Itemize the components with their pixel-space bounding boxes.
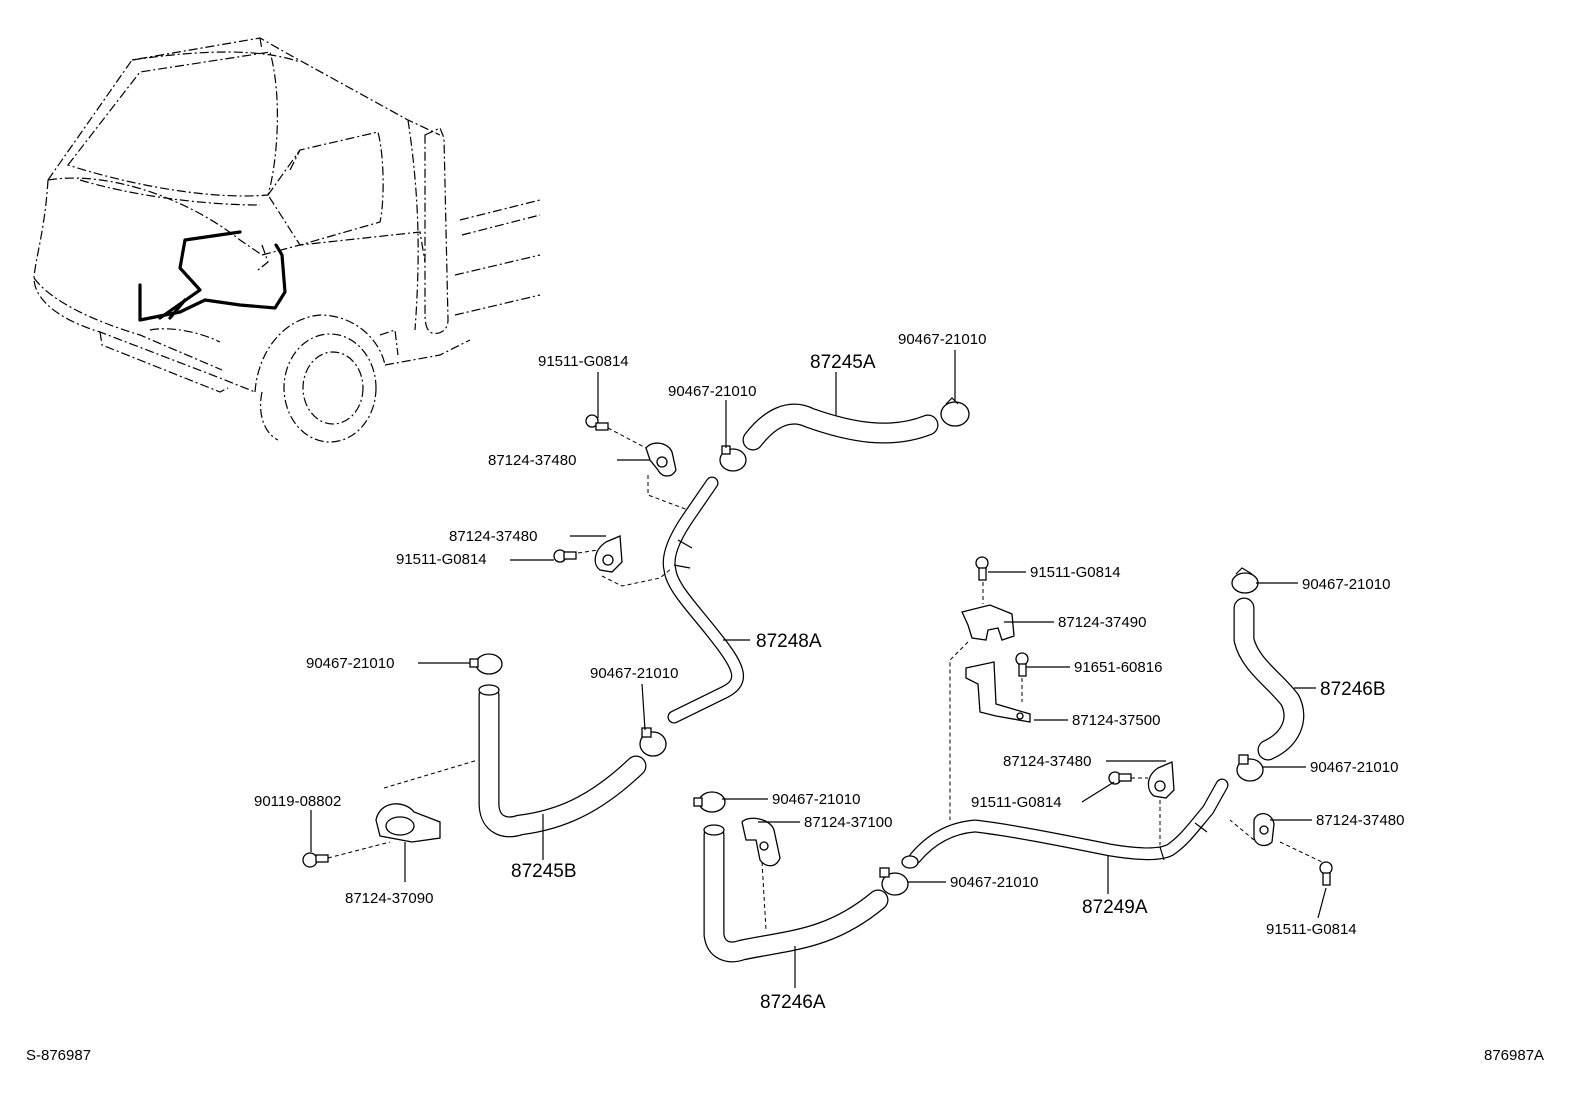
clamp-90467-left: [469, 653, 503, 675]
label-91511-g0814-d: 91511-G0814: [971, 794, 1062, 811]
assembly-dashed-lines: [327, 427, 1323, 931]
bracket-87124-37480-far-right: [1253, 813, 1275, 847]
label-87124-37090: 87124-37090: [345, 890, 433, 907]
label-91511-g0814-c: 91511-G0814: [1030, 564, 1121, 581]
bracket-87124-37480-mid: [594, 535, 623, 573]
label-87124-37490: 87124-37490: [1058, 614, 1146, 631]
hose-87245a: [742, 403, 939, 451]
label-90467-21010-g: 90467-21010: [1302, 576, 1390, 593]
label-90467-21010-d: 90467-21010: [306, 655, 394, 672]
clamp-90467-lower-mid: [879, 867, 909, 896]
diagram-code-left: S-876987: [26, 1047, 91, 1064]
bracket-87124-37090: [375, 803, 441, 843]
clamp-90467-right-top: [1231, 567, 1259, 594]
bracket-87124-37480-right: [1147, 761, 1175, 799]
label-87246a: 87246A: [760, 992, 826, 1013]
label-90119-08802: 90119-08802: [254, 793, 341, 810]
bolt-91511-mid: [553, 549, 577, 563]
bracket-87124-37100: [741, 817, 781, 867]
label-87124-37480-d: 87124-37480: [1316, 812, 1404, 829]
label-87124-37100: 87124-37100: [804, 814, 892, 831]
part-labels: 91511-G0814 90467-21010 87245A 90467-210…: [254, 331, 1404, 1013]
pipe-87248a: [662, 476, 745, 724]
hose-87246b: [1233, 597, 1305, 761]
label-91651-60816: 91651-60816: [1074, 659, 1162, 676]
bolt-91511-right: [1108, 771, 1132, 785]
label-91511-g0814-b: 91511-G0814: [396, 551, 487, 568]
bolt-90119-08802: [302, 852, 329, 868]
bolt-91651-60816: [1015, 652, 1029, 677]
clamp-90467-right-mid: [1236, 754, 1264, 782]
clamp-90467-mid: [639, 727, 667, 757]
label-90467-21010-h: 90467-21010: [1310, 759, 1398, 776]
bolt-91511-top: [585, 414, 609, 431]
clamp-90467-top-mid: [719, 445, 747, 472]
bolt-91511-far-right: [1319, 861, 1333, 886]
label-87124-37480-b: 87124-37480: [449, 528, 537, 545]
label-90467-21010-c: 90467-21010: [590, 665, 678, 682]
label-87248a: 87248A: [756, 631, 822, 652]
label-87124-37480-a: 87124-37480: [488, 452, 576, 469]
truck-locator-sketch: [33, 37, 541, 443]
label-91511-g0814-e: 91511-G0814: [1266, 921, 1357, 938]
diagram-code-right: 876987A: [1484, 1047, 1544, 1064]
label-87124-37500: 87124-37500: [1072, 712, 1160, 729]
label-87245a: 87245A: [810, 352, 876, 373]
bolt-91511-upper-right: [975, 556, 989, 581]
label-87124-37480-c: 87124-37480: [1003, 753, 1091, 770]
label-90467-21010-f: 90467-21010: [950, 874, 1038, 891]
pipe-87249a: [901, 778, 1229, 869]
label-87246b: 87246B: [1320, 679, 1386, 700]
label-90467-21010-b: 90467-21010: [898, 331, 986, 348]
label-90467-21010-e: 90467-21010: [772, 791, 860, 808]
label-87245b: 87245B: [511, 861, 577, 882]
clamp-90467-lower-left: [693, 791, 726, 813]
leader-lines: [310, 350, 1327, 988]
label-90467-21010-a: 90467-21010: [668, 383, 756, 400]
label-87249a: 87249A: [1082, 897, 1148, 918]
clamp-90467-top-right: [940, 397, 970, 427]
bracket-87124-37500: [965, 661, 1031, 723]
hose-87246a: [703, 824, 889, 963]
label-91511-g0814-a: 91511-G0814: [538, 353, 629, 370]
bracket-87124-37480-top: [645, 442, 677, 477]
hose-87245b: [478, 684, 647, 838]
bracket-87124-37490: [961, 604, 1015, 641]
